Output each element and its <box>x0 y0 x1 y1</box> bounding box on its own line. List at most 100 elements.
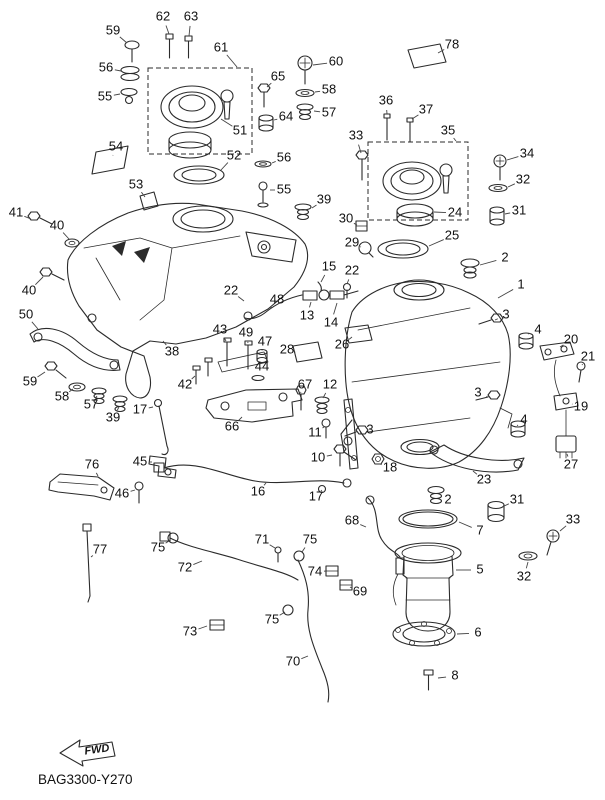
callout-label-27: 27 <box>564 456 578 471</box>
callout-label-69: 69 <box>353 583 367 598</box>
fuel-tank-1 <box>340 279 513 469</box>
callout-label-19: 19 <box>574 398 588 413</box>
callout-label-39: 39 <box>106 409 120 424</box>
callout-label-16: 16 <box>251 483 265 498</box>
clamp-75-c <box>282 604 294 616</box>
clamp-22-icon <box>243 311 253 321</box>
bolt-3-c <box>344 425 369 437</box>
callout-label-5: 5 <box>476 561 483 576</box>
clip-69 <box>339 579 353 591</box>
leader-line <box>358 144 362 154</box>
leader-line <box>220 162 229 171</box>
bolt-10 <box>333 444 347 467</box>
leader-line <box>311 204 317 209</box>
callout-label-32: 32 <box>517 568 531 583</box>
callout-label-6: 6 <box>474 624 481 639</box>
leader-line <box>458 521 472 528</box>
callout-label-75: 75 <box>151 539 165 554</box>
oring-7 <box>398 509 458 529</box>
leader-line <box>148 406 154 409</box>
hose-68 <box>365 495 401 558</box>
screw-33-lower <box>546 529 560 556</box>
leader-line <box>437 49 445 54</box>
callout-label-40: 40 <box>22 282 36 297</box>
clip-73 <box>209 619 225 631</box>
callout-label-4: 4 <box>520 411 527 426</box>
grommet-2-upper <box>460 258 480 279</box>
leader-line <box>333 302 338 315</box>
leader-line <box>113 93 121 96</box>
leader-line <box>312 62 328 66</box>
leader-line <box>130 489 136 492</box>
callout-label-55: 55 <box>98 88 112 103</box>
leader-line <box>24 215 32 220</box>
filler-neck-left <box>168 131 212 159</box>
leader-line <box>119 36 128 44</box>
screw-60 <box>297 55 313 85</box>
leader-line <box>326 454 333 457</box>
leader-line <box>559 525 567 532</box>
leader-line <box>114 69 122 72</box>
callout-label-36: 36 <box>379 92 393 107</box>
callout-label-74: 74 <box>308 563 322 578</box>
callout-label-3: 3 <box>474 384 481 399</box>
callout-label-31: 31 <box>512 202 526 217</box>
leader-line <box>314 90 321 93</box>
nut-18 <box>371 453 385 465</box>
callout-label-29: 29 <box>345 234 359 249</box>
leader-line <box>486 395 489 398</box>
callout-label-4: 4 <box>534 321 541 336</box>
callout-label-48: 48 <box>270 291 284 306</box>
washers-56-top <box>120 65 140 82</box>
callout-label-28: 28 <box>280 341 294 356</box>
grommet-2-lower <box>427 485 445 505</box>
bolt-41 <box>27 211 53 225</box>
nut-40-upper <box>64 238 80 248</box>
callout-label-71: 71 <box>255 531 269 546</box>
callout-label-18: 18 <box>383 459 397 474</box>
bolt-3-a <box>478 313 504 325</box>
strip-bracket <box>343 398 359 470</box>
leader-line <box>62 232 70 240</box>
bolt-8 <box>423 669 434 691</box>
leader-line <box>162 340 167 346</box>
leader-line <box>263 482 267 486</box>
leader-line <box>95 395 98 398</box>
leader-line <box>501 503 510 508</box>
leader-line <box>566 453 569 457</box>
leader-line <box>238 416 243 421</box>
leader-line <box>497 289 514 299</box>
bolt-67 <box>295 385 307 411</box>
stay-23 <box>429 444 525 473</box>
callout-label-53: 53 <box>129 176 143 191</box>
callout-label-49: 49 <box>239 324 253 339</box>
leader-line <box>516 424 519 427</box>
leader-line <box>266 82 272 88</box>
callout-label-59: 59 <box>23 373 37 388</box>
cable-tie-77 <box>82 523 92 603</box>
collar-64 <box>258 114 274 132</box>
leader-line <box>349 586 353 589</box>
callout-label-14: 14 <box>324 314 338 329</box>
leader-line <box>504 212 511 215</box>
clip-74 <box>325 565 339 577</box>
damper-4-a <box>518 332 534 350</box>
callout-label-47: 47 <box>258 333 272 348</box>
callout-label-3: 3 <box>366 421 373 436</box>
callout-label-43: 43 <box>213 321 227 336</box>
callout-label-60: 60 <box>329 53 343 68</box>
callout-label-46: 46 <box>115 485 129 500</box>
leader-line <box>269 544 276 549</box>
clamp-75-a <box>167 532 179 544</box>
callout-label-55: 55 <box>277 181 291 196</box>
callout-label-65: 65 <box>271 68 285 83</box>
leader-line <box>141 191 146 198</box>
callout-label-45: 45 <box>133 453 147 468</box>
callout-label-23: 23 <box>477 471 491 486</box>
leader-line <box>273 118 278 121</box>
leader-line <box>360 524 367 528</box>
bolt-36 <box>383 113 391 141</box>
leader-line <box>456 632 470 635</box>
